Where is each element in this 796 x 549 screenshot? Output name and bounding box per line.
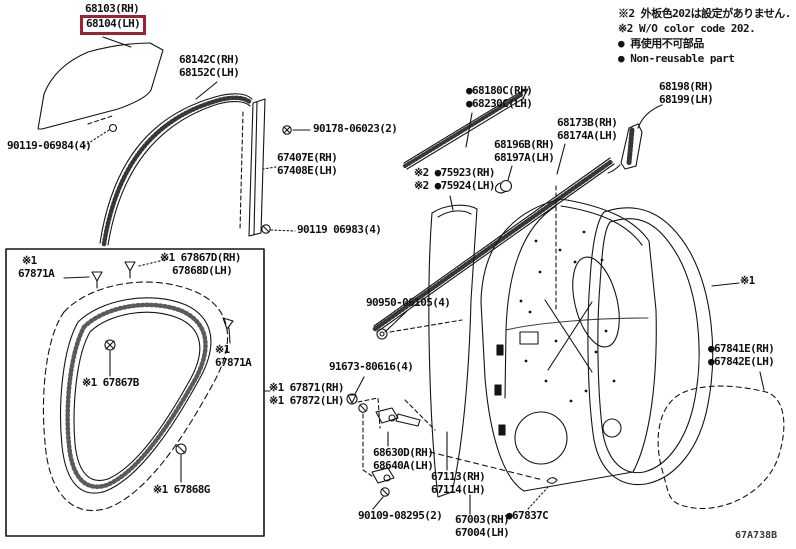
part-number[interactable]: 67114(LH): [431, 482, 486, 496]
part-number[interactable]: 67871A: [215, 355, 252, 369]
figure-code-text: 67A738B: [735, 530, 778, 541]
part-number[interactable]: 68142C(RH): [179, 53, 240, 66]
part-label-68142c[interactable]: 68142C(RH) 68152C(LH): [179, 53, 240, 79]
part-label-67868g[interactable]: ※1 67868G: [153, 483, 210, 497]
corner-garnish-drawing: [607, 104, 663, 174]
tape-drawing: [428, 195, 478, 498]
part-label-90119-06983[interactable]: 90119 06983(4): [297, 223, 382, 237]
part-label-67871[interactable]: ※1 67871(RH) ※1 67872(LH): [269, 381, 344, 407]
part-number[interactable]: 67003(RH): [455, 513, 510, 526]
part-number[interactable]: ※1 67868G: [153, 483, 210, 496]
sash-drawing: [239, 98, 311, 237]
part-number[interactable]: 68197A(LH): [494, 150, 555, 164]
part-number[interactable]: 68104(LH): [86, 17, 141, 30]
part-number[interactable]: ※1 67867B: [82, 376, 139, 389]
upper-moulding-drawing: [403, 88, 529, 170]
part-label-90119-06984[interactable]: 90119-06984(4): [7, 139, 92, 153]
figure-code: 67A738B: [735, 530, 777, 541]
part-number[interactable]: 68174A(LH): [557, 128, 618, 142]
part-number[interactable]: 68173B(RH): [557, 116, 618, 129]
part-number[interactable]: 90178-06023(2): [313, 122, 398, 135]
belt-moulding-drawing: [372, 143, 615, 333]
part-label-90109-08295[interactable]: 90109-08295(2): [358, 509, 443, 523]
part-label-75923[interactable]: ※2 ●75923(RH) ※2 ●75924(LH): [414, 166, 495, 192]
part-number[interactable]: 68103(RH): [85, 2, 140, 15]
part-number[interactable]: 91673-80616(4): [329, 360, 414, 373]
part-label-91673[interactable]: 91673-80616(4): [329, 360, 414, 374]
part-number[interactable]: ※1 67867D(RH): [160, 251, 241, 264]
part-number[interactable]: 67871A: [18, 266, 55, 280]
door-panel-drawing: [429, 198, 657, 515]
legend-note-jp: ※2 外板色202は設定がありません.: [618, 7, 791, 20]
service-cover-drawing: [657, 371, 785, 510]
part-number[interactable]: ●67842E(LH): [708, 354, 775, 368]
part-label-68103[interactable]: 68103(RH): [85, 2, 140, 16]
part-label-68180c[interactable]: ●68180C(RH) ●68230C(LH): [466, 84, 533, 110]
legend-reusable-jp: ● 再使用不可部品: [618, 37, 704, 50]
part-number[interactable]: 67408E(LH): [277, 163, 338, 177]
part-label-67841e[interactable]: ●67841E(RH) ●67842E(LH): [708, 342, 775, 368]
part-number[interactable]: 68198(RH): [659, 80, 714, 93]
part-number[interactable]: 90119 06983(4): [297, 223, 382, 236]
part-label-67867d[interactable]: ※1 67867D(RH) 67868D(LH): [160, 251, 241, 277]
part-number[interactable]: ※1 67872(LH): [269, 393, 344, 407]
part-number[interactable]: 68640A(LH): [373, 458, 434, 472]
part-number[interactable]: 67407E(RH): [277, 151, 338, 164]
part-label-68198[interactable]: 68198(RH) 68199(LH): [659, 80, 714, 106]
highlight-box: 68104(LH): [80, 15, 147, 35]
part-label-90950-06105[interactable]: 90950-06105(4): [366, 296, 451, 310]
weatherstrip-marker-right: ※1: [740, 274, 755, 288]
part-number[interactable]: 68196B(RH): [494, 138, 555, 151]
part-number[interactable]: ※1 67871(RH): [269, 381, 344, 394]
part-label-67407e[interactable]: 67407E(RH) 67408E(LH): [277, 151, 338, 177]
part-number[interactable]: 68199(LH): [659, 92, 714, 106]
part-label-68173b[interactable]: 68173B(RH) 68174A(LH): [557, 116, 618, 142]
run-channel-drawing: [99, 81, 254, 247]
part-number[interactable]: ※2 ●75924(LH): [414, 178, 495, 192]
mid-fastener-drawing: [263, 310, 558, 510]
legend-note-en: ※2 W/O color code 202.: [618, 22, 756, 35]
legend-notes: ※2 外板色202は設定がありません. ※2 W/O color code 20…: [618, 6, 791, 66]
part-number[interactable]: 68630D(RH): [373, 446, 434, 459]
part-label-67113[interactable]: 67113(RH) 67114(LH): [431, 470, 486, 496]
legend-reusable-en: ● Non-reusable part: [618, 52, 735, 65]
part-number[interactable]: 90119-06984(4): [7, 139, 92, 152]
part-number[interactable]: ●67841E(RH): [708, 342, 775, 355]
part-label-67871a-right[interactable]: ※1 67871A: [215, 343, 252, 369]
part-label-68196b[interactable]: 68196B(RH) 68197A(LH): [494, 138, 555, 164]
part-label-67837c[interactable]: ●67837C: [506, 509, 549, 523]
door-weatherstrip-drawing: [587, 207, 740, 486]
part-number[interactable]: 90950-06105(4): [366, 296, 451, 309]
hinge-hardware-drawing: [358, 399, 436, 510]
part-number[interactable]: ●68180C(RH): [466, 84, 533, 97]
marker: ※1: [215, 343, 230, 356]
marker: ※1: [740, 274, 755, 287]
part-number[interactable]: 67004(LH): [455, 525, 510, 539]
door-glass-drawing: [37, 36, 164, 147]
part-number[interactable]: ●67837C: [506, 509, 549, 522]
part-number[interactable]: ●68230C(LH): [466, 96, 533, 110]
part-label-67871a-top[interactable]: ※1 67871A: [18, 254, 55, 280]
part-number[interactable]: 67113(RH): [431, 470, 486, 483]
part-number[interactable]: 68152C(LH): [179, 65, 240, 79]
part-label-67003[interactable]: 67003(RH) 67004(LH): [455, 513, 510, 539]
inset-box-drawing: [5, 248, 265, 537]
marker: ※1: [22, 254, 37, 267]
part-number[interactable]: 90109-08295(2): [358, 509, 443, 522]
part-label-68630d[interactable]: 68630D(RH) 68640A(LH): [373, 446, 434, 472]
part-label-90178-06023[interactable]: 90178-06023(2): [313, 122, 398, 136]
part-number[interactable]: ※2 ●75923(RH): [414, 166, 495, 179]
part-label-68104-highlighted[interactable]: 68104(LH): [80, 15, 147, 35]
part-label-67867b[interactable]: ※1 67867B: [82, 376, 139, 390]
part-number[interactable]: 67868D(LH): [172, 263, 233, 277]
